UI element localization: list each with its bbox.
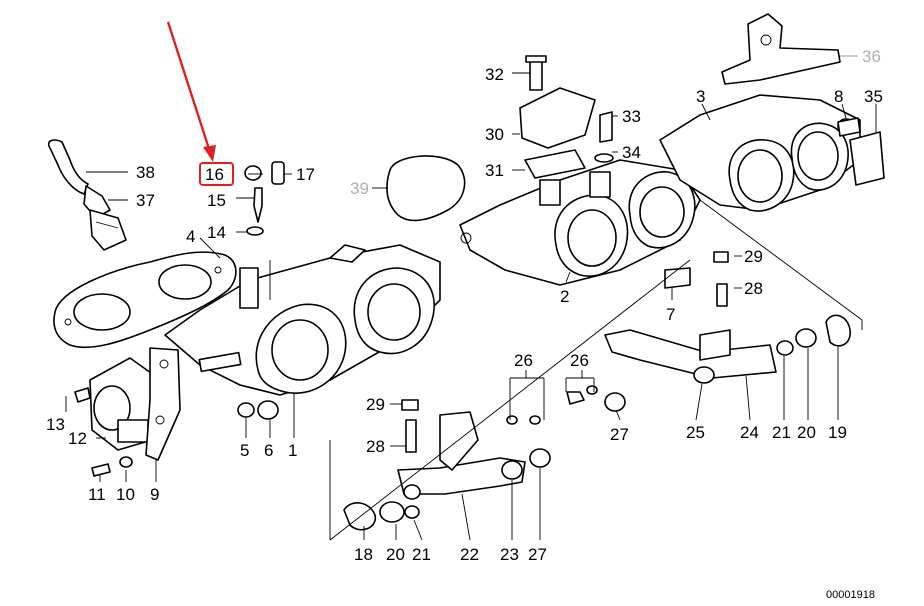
label-19[interactable]: 19 bbox=[828, 423, 847, 442]
label-27-left[interactable]: 27 bbox=[528, 545, 547, 564]
small-fasteners-left bbox=[244, 161, 285, 236]
label-28-left[interactable]: 28 bbox=[366, 437, 385, 456]
throttle-actuator bbox=[89, 347, 181, 461]
label-11[interactable]: 11 bbox=[88, 485, 106, 504]
label-6[interactable]: 6 bbox=[264, 441, 273, 460]
misc-small-parts bbox=[74, 117, 861, 477]
label-35[interactable]: 35 bbox=[864, 87, 883, 106]
label-16[interactable]: 16 bbox=[205, 165, 224, 184]
throttle-body-right bbox=[659, 94, 885, 212]
label-34[interactable]: 34 bbox=[622, 143, 641, 162]
label-20-left[interactable]: 20 bbox=[386, 545, 405, 564]
label-31[interactable]: 31 bbox=[485, 161, 504, 180]
label-7[interactable]: 7 bbox=[666, 305, 675, 324]
label-1[interactable]: 1 bbox=[288, 441, 297, 460]
highlight-arrow bbox=[166, 21, 216, 162]
label-15[interactable]: 15 bbox=[207, 191, 226, 210]
label-3[interactable]: 3 bbox=[696, 87, 705, 106]
gasket bbox=[53, 251, 237, 349]
mounting-bracket bbox=[721, 13, 841, 85]
label-30[interactable]: 30 bbox=[485, 125, 504, 144]
label-32[interactable]: 32 bbox=[485, 65, 504, 84]
label-33[interactable]: 33 bbox=[622, 107, 641, 126]
label-4[interactable]: 4 bbox=[186, 227, 195, 246]
label-13[interactable]: 13 bbox=[46, 415, 65, 434]
label-39[interactable]: 39 bbox=[350, 179, 369, 198]
label-28-right[interactable]: 28 bbox=[744, 279, 763, 298]
part-labels: 38 37 4 16 17 15 14 39 32 30 31 33 34 36… bbox=[46, 47, 883, 601]
label-22[interactable]: 22 bbox=[460, 545, 479, 564]
label-18[interactable]: 18 bbox=[354, 545, 373, 564]
label-21-right[interactable]: 21 bbox=[772, 423, 791, 442]
label-17[interactable]: 17 bbox=[296, 165, 315, 184]
document-number: 00001918 bbox=[826, 589, 875, 601]
label-8[interactable]: 8 bbox=[834, 87, 843, 106]
label-2[interactable]: 2 bbox=[560, 287, 569, 306]
label-27-right[interactable]: 27 bbox=[610, 425, 629, 444]
label-37[interactable]: 37 bbox=[136, 191, 155, 210]
label-29-right[interactable]: 29 bbox=[744, 247, 763, 266]
label-38[interactable]: 38 bbox=[136, 163, 155, 182]
label-20-right[interactable]: 20 bbox=[797, 423, 816, 442]
label-5[interactable]: 5 bbox=[240, 441, 249, 460]
label-29-left[interactable]: 29 bbox=[366, 395, 385, 414]
o-ring-gasket bbox=[386, 155, 466, 222]
label-14[interactable]: 14 bbox=[207, 223, 226, 242]
label-12[interactable]: 12 bbox=[68, 429, 87, 448]
right-linkage bbox=[566, 251, 851, 412]
label-24[interactable]: 24 bbox=[740, 423, 759, 442]
label-23[interactable]: 23 bbox=[500, 545, 519, 564]
label-26-right[interactable]: 26 bbox=[570, 351, 589, 370]
sensor-plug-assembly bbox=[47, 139, 127, 251]
label-25[interactable]: 25 bbox=[686, 423, 705, 442]
highlight-box bbox=[199, 162, 234, 186]
label-21-left[interactable]: 21 bbox=[412, 545, 431, 564]
throttle-body-left bbox=[164, 244, 441, 396]
throttle-body-center bbox=[459, 159, 701, 286]
bracket-hole bbox=[760, 34, 772, 46]
label-10[interactable]: 10 bbox=[116, 485, 135, 504]
lower-linkage bbox=[343, 399, 551, 531]
label-26-left[interactable]: 26 bbox=[514, 351, 533, 370]
upper-housing-parts bbox=[519, 55, 614, 179]
label-36[interactable]: 36 bbox=[862, 47, 881, 66]
leader-lines bbox=[65, 55, 877, 541]
label-9[interactable]: 9 bbox=[150, 485, 159, 504]
